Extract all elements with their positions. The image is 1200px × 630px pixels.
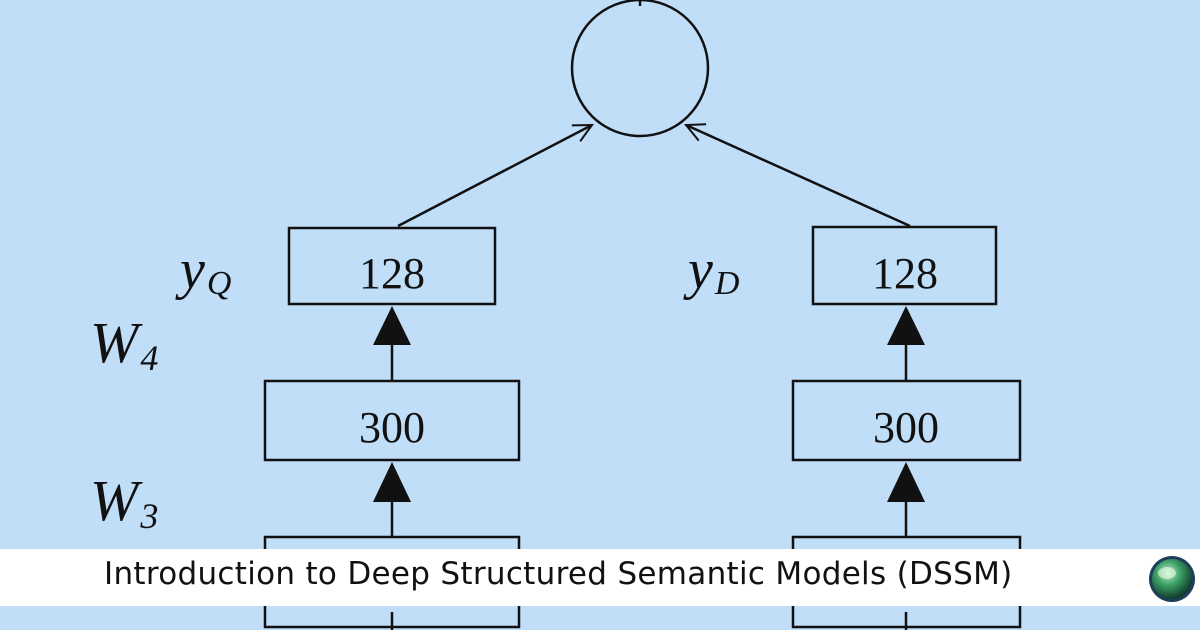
site-logo-icon[interactable] <box>1147 554 1197 604</box>
query-output-layer-box <box>287 226 497 306</box>
query-hidden-layer-size: 300 <box>359 403 425 452</box>
title-banner <box>0 549 1200 606</box>
weight-label-w4: W4 <box>90 310 158 378</box>
doc-output-label: yD <box>683 239 740 302</box>
doc-output-layer-box <box>811 225 998 306</box>
banner-title: Introduction to Deep Structured Semantic… <box>104 556 1013 592</box>
doc-to-similarity-arrow <box>686 125 911 228</box>
similarity-node <box>570 0 710 138</box>
doc-arrowhead-lower <box>887 462 925 502</box>
doc-output-layer-size: 128 <box>872 249 938 298</box>
query-to-similarity-arrow <box>397 123 592 228</box>
query-output-layer-size: 128 <box>359 249 425 298</box>
query-output-label: yQ <box>175 239 231 302</box>
doc-arrowhead-upper <box>887 306 925 345</box>
doc-hidden-layer-size: 300 <box>873 403 939 452</box>
query-arrowhead-upper <box>373 306 411 345</box>
query-arrowhead-lower <box>373 462 411 502</box>
weight-label-w3: W3 <box>90 468 158 536</box>
